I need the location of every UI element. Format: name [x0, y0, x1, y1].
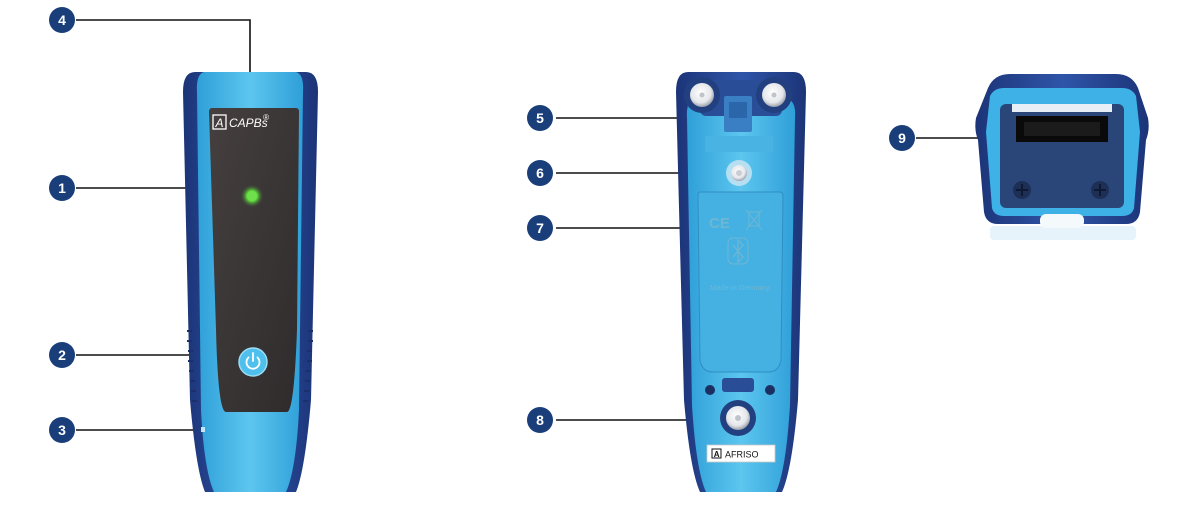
svg-text:1: 1: [58, 180, 66, 196]
afriso-logo-icon: [212, 114, 227, 130]
leader-lines: [76, 19, 1018, 431]
callout-5: 5: [527, 105, 553, 131]
latch-screw-left: [705, 385, 715, 395]
battery-cover: [697, 191, 784, 373]
svg-text:A: A: [714, 450, 720, 459]
latch-screw-right: [765, 385, 775, 395]
status-led-core: [247, 191, 257, 201]
back-magnet-bottom: [720, 400, 756, 436]
front-brand-name: CAPBs: [229, 116, 268, 130]
callout-7: 7: [527, 215, 553, 241]
leader-line-4: [76, 19, 251, 72]
back-magnet-left: [684, 77, 720, 113]
end-reflection: [990, 226, 1136, 240]
svg-text:6: 6: [536, 165, 544, 181]
sensor-screw: [726, 160, 752, 186]
front-display-window: [209, 108, 299, 412]
svg-text:8: 8: [536, 412, 544, 428]
callout-8: 8: [527, 407, 553, 433]
device-end-view: [975, 74, 1149, 240]
end-cavity-top: [1012, 104, 1112, 112]
front-brand-logo: A CAPBs ®: [212, 113, 269, 130]
end-screw-right: [1091, 181, 1109, 199]
battery-latch[interactable]: [722, 378, 754, 392]
made-in-germany-text: Made in Germany: [710, 283, 770, 292]
svg-text:3: 3: [58, 422, 66, 438]
back-recess: [705, 136, 773, 152]
power-icon: [245, 352, 261, 370]
clip-slot-notch: [729, 102, 747, 118]
end-screw-left: [1013, 181, 1031, 199]
device-front-view: A CAPBs ®: [183, 72, 318, 492]
svg-text:9: 9: [898, 130, 906, 146]
side-indicator: [201, 427, 205, 432]
svg-text:5: 5: [536, 110, 544, 126]
bluetooth-icon: [727, 237, 749, 265]
callout-6: 6: [527, 160, 553, 186]
ce-mark-icon: CE: [709, 215, 730, 232]
callout-1: 1: [49, 175, 75, 201]
front-brand-mark: ®: [263, 113, 269, 122]
afriso-label: A AFRISO: [706, 444, 776, 463]
afriso-label-text: AFRISO: [725, 450, 759, 460]
callout-9: 9: [889, 125, 915, 151]
svg-text:7: 7: [536, 220, 544, 236]
connector-slot-inner: [1024, 122, 1100, 136]
svg-text:2: 2: [58, 347, 66, 363]
callout-2: 2: [49, 342, 75, 368]
svg-text:4: 4: [58, 12, 66, 28]
back-magnet-right: [756, 77, 792, 113]
front-logo-letter: A: [215, 116, 224, 130]
power-button[interactable]: [238, 347, 268, 377]
weee-bin-icon: [745, 209, 763, 231]
callout-3: 3: [49, 417, 75, 443]
front-grip-texture: [187, 330, 313, 402]
device-back-view: CE Made in Germany A AFRISO: [676, 72, 806, 492]
callout-markers: 4 1 2 3 5 6 7 8: [49, 7, 915, 443]
callout-4: 4: [49, 7, 75, 33]
